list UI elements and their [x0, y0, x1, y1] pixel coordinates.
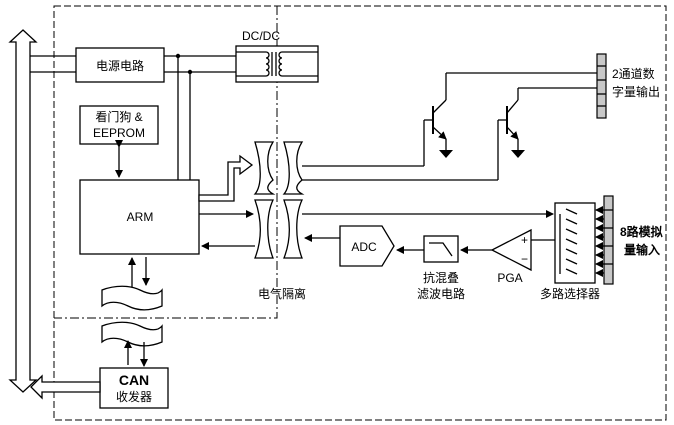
can-isolator-upper [101, 285, 163, 311]
digital-output-arrow [198, 154, 254, 202]
svg-text:+: + [521, 233, 528, 247]
adc-block [339, 225, 395, 267]
filter-label-line2: 滤波电路 [417, 286, 465, 301]
isolation-boundary [54, 6, 278, 319]
isolation-barrier-lower-right [283, 199, 304, 259]
dcdc-label: DC/DC [242, 29, 280, 43]
can-isolator-lower [101, 321, 163, 347]
transformer-secondary-coil [278, 51, 283, 77]
digital-output-connector [596, 53, 607, 119]
eeprom-label: EEPROM [93, 126, 145, 140]
digital-output-label-line1: 2通道数 [612, 66, 655, 81]
watchdog-label: 看门狗 & [95, 109, 142, 124]
anti-aliasing-filter-box [423, 235, 459, 263]
can-label: CAN [119, 372, 149, 388]
pga-label: PGA [497, 271, 522, 285]
arm-processor-box [79, 179, 200, 255]
power-circuit-label: 电源电路 [96, 58, 144, 73]
isolation-barrier-lower-left [254, 199, 275, 259]
svg-text:−: − [521, 252, 528, 266]
adc-label: ADC [351, 240, 377, 254]
can-bus-arrow [30, 374, 101, 400]
isolation-label: 电气隔离 [258, 286, 306, 301]
board-dashed-boundary [53, 5, 667, 421]
system-bus [8, 29, 38, 393]
multiplexer-label: 多路选择器 [540, 286, 600, 301]
isolation-barrier-upper-right [282, 141, 305, 195]
isolation-barrier-upper-left [253, 141, 276, 195]
watchdog-eeprom-box [79, 105, 159, 145]
can-transceiver-box [99, 367, 169, 409]
analog-input-connector [603, 195, 614, 285]
analog-input-label-line1: 8路模拟 [620, 224, 663, 239]
analog-input-label-line2: 量输入 [624, 242, 660, 257]
digital-output-label-line2: 字量输出 [612, 84, 660, 99]
multiplexer-switches [559, 208, 578, 275]
transceiver-label: 收发器 [116, 389, 152, 404]
transformer-primary-coil [265, 51, 270, 77]
pga-amplifier [490, 228, 532, 272]
filter-label-line1: 抗混叠 [423, 270, 459, 285]
arm-label: ARM [127, 210, 154, 224]
power-circuit-box [75, 47, 165, 83]
